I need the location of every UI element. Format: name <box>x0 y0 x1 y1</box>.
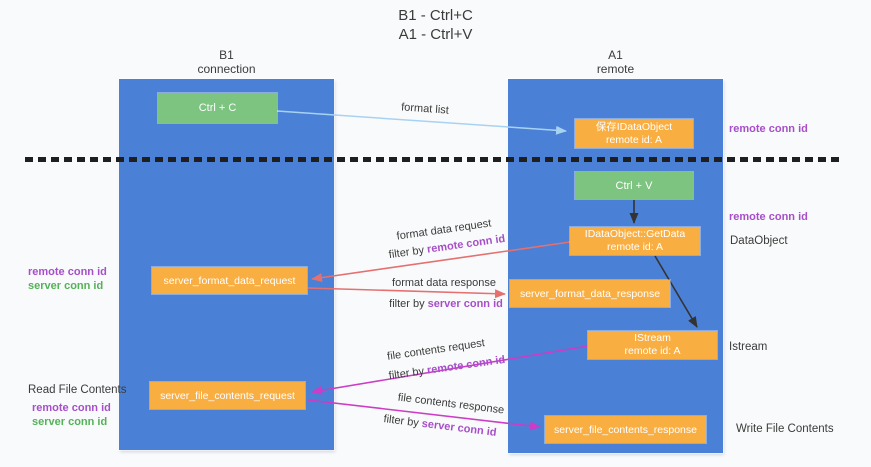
title-line-2: A1 - Ctrl+V <box>398 26 473 43</box>
ctrl-v-box: Ctrl + V <box>575 172 693 199</box>
server-file-contents-response-label: server_file_contents_response <box>553 423 697 436</box>
server-conn-id-label-left-2: server conn id <box>32 416 108 428</box>
server-format-data-request-box: server_format_data_request <box>152 267 307 294</box>
remote-conn-id-label-left-1: remote conn id <box>28 266 107 278</box>
remote-conn-id-text: remote conn id <box>426 353 506 377</box>
istream-label: Istream <box>729 341 768 353</box>
server-conn-id-text: server conn id <box>427 298 503 310</box>
remote-conn-id-label-right-2: remote conn id <box>729 211 808 223</box>
save-idataobject-line1: 保存IDataObject <box>595 120 673 133</box>
filter-by-text: filter by <box>382 413 420 430</box>
lane-a1-subtitle: remote <box>596 62 635 76</box>
read-file-contents-label: Read File Contents <box>28 384 127 396</box>
save-idataobject-line2: remote id: A <box>605 133 663 146</box>
write-file-contents-label: Write File Contents <box>736 423 834 435</box>
lane-header-b1: B1 connection <box>119 48 334 76</box>
session-separator-dashed-line <box>25 157 840 162</box>
title-line-1: B1 - Ctrl+C <box>398 7 473 24</box>
ctrl-c-box: Ctrl + C <box>158 93 277 123</box>
filter-by-text: filter by <box>389 298 425 310</box>
server-format-data-request-label: server_format_data_request <box>163 274 296 287</box>
filter-by-server-conn-id-label-1: filter by server conn id <box>389 298 503 310</box>
filter-by-text: filter by <box>388 244 425 262</box>
server-file-contents-request-box: server_file_contents_request <box>150 382 305 409</box>
filter-by-text: filter by <box>388 365 425 383</box>
diagram-title: B1 - Ctrl+C A1 - Ctrl+V <box>0 6 871 44</box>
ctrl-v-label: Ctrl + V <box>615 179 653 192</box>
getdata-line1: IDataObject::GetData <box>584 228 686 240</box>
server-conn-id-text: server conn id <box>421 417 498 439</box>
istream-box: IStream remote id: A <box>588 331 717 359</box>
server-format-data-response-label: server_format_data_response <box>519 287 661 300</box>
getdata-line2: remote id: A <box>606 241 664 253</box>
istream-line2: remote id: A <box>624 345 681 357</box>
server-file-contents-response-box: server_file_contents_response <box>545 416 706 443</box>
ctrl-c-label: Ctrl + C <box>198 102 237 114</box>
dataobject-label: DataObject <box>730 235 788 247</box>
file-contents-response-text: file contents response <box>397 391 505 417</box>
lane-a1-name: A1 <box>608 48 623 62</box>
remote-conn-id-label-left-2: remote conn id <box>32 402 111 414</box>
lane-b1-name: B1 <box>219 48 234 62</box>
server-format-data-response-box: server_format_data_response <box>510 280 670 307</box>
save-idataobject-box: 保存IDataObject remote id: A <box>575 119 693 148</box>
filter-by-server-conn-id-label-2: filter by server conn id <box>383 413 497 439</box>
server-conn-id-label-left-1: server conn id <box>28 280 104 292</box>
lane-header-a1: A1 remote <box>508 48 723 76</box>
server-file-contents-request-label: server_file_contents_request <box>160 389 295 402</box>
format-list-text: format list <box>400 101 450 117</box>
format-data-response-text: format data response <box>392 277 496 289</box>
remote-conn-id-label-right-1: remote conn id <box>729 123 808 135</box>
format-list-label: format list <box>401 101 449 116</box>
format-data-response-label: format data response <box>392 277 496 289</box>
lane-b1-subtitle: connection <box>197 62 256 76</box>
istream-line1: IStream <box>634 332 671 344</box>
file-contents-response-label: file contents response <box>397 392 505 417</box>
idataobject-getdata-box: IDataObject::GetData remote id: A <box>570 227 700 255</box>
